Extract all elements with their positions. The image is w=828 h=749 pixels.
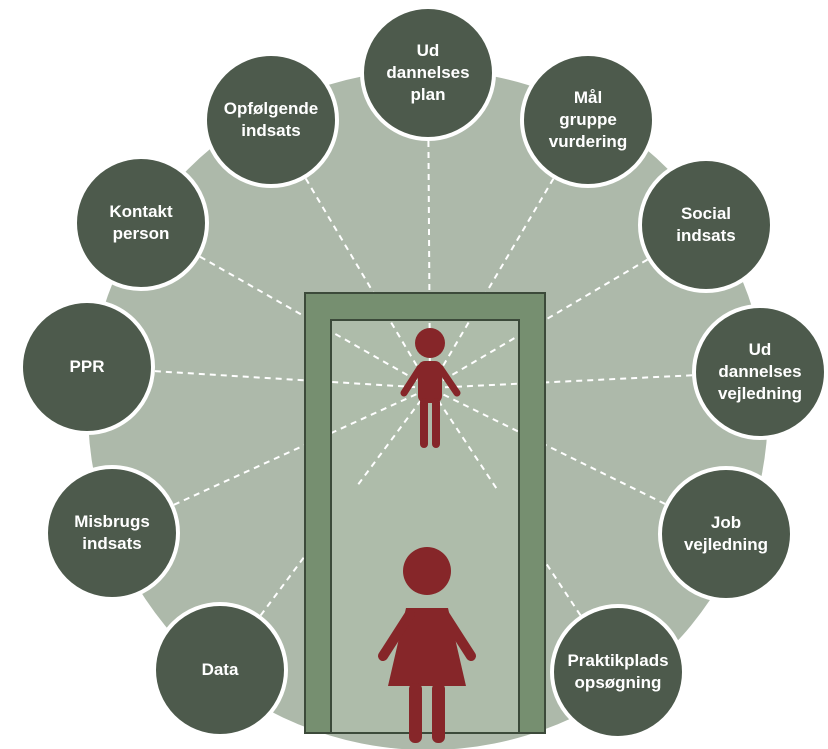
node-misbrugsindsats: Misbrugs indsats bbox=[44, 465, 180, 601]
female-person-icon bbox=[378, 547, 476, 743]
spoke-line bbox=[154, 370, 431, 389]
node-social-indsats: Social indsats bbox=[638, 157, 774, 293]
node-data: Data bbox=[152, 602, 288, 738]
node-uddannelsesplan: Ud dannelses plan bbox=[360, 5, 496, 141]
spoke-line bbox=[427, 140, 431, 389]
spoke-line bbox=[429, 387, 498, 489]
node-ppr: PPR bbox=[19, 299, 155, 435]
node-opfoelgende-indsats: Opfølgende indsats bbox=[203, 52, 339, 188]
node-kontaktperson: Kontakt person bbox=[73, 155, 209, 291]
spoke-line bbox=[332, 387, 431, 434]
node-jobvejledning: Job vejledning bbox=[658, 466, 794, 602]
node-uddannelsesvejledning: Ud dannelses vejledning bbox=[692, 304, 828, 440]
node-maalgruppevurdering: Mål gruppe vurdering bbox=[520, 52, 656, 188]
spoke-line bbox=[357, 387, 431, 485]
node-praktikpladsopsoegning: Praktikplads opsøgning bbox=[550, 604, 686, 740]
male-person-icon bbox=[400, 328, 461, 448]
spoke-line bbox=[429, 387, 518, 433]
